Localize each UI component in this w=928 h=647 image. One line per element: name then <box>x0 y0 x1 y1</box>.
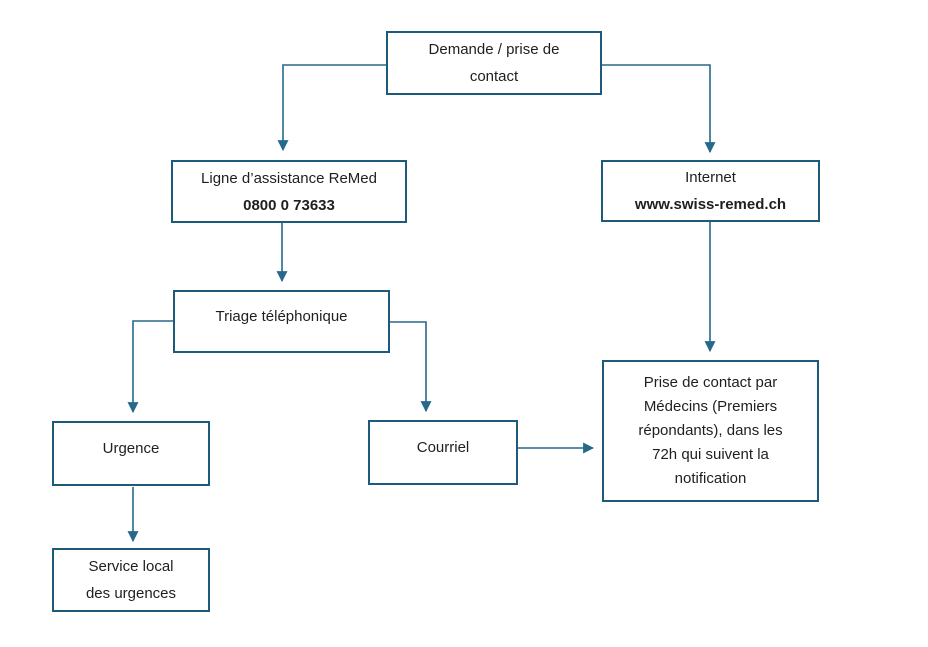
node-urgence-label: Urgence <box>102 440 160 457</box>
node-triage-telephonique: Triage téléphonique <box>173 290 390 353</box>
node-prise-de-contact-medecins: Prise de contact par Médecins (Premiers … <box>602 360 819 502</box>
node-service-label-line2: des urgences <box>85 585 177 602</box>
node-courriel-label: Courriel <box>416 439 470 456</box>
node-ligne-assistance-remed: Ligne d’assistance ReMed 0800 0 73633 <box>171 160 407 223</box>
node-prise-label-line4: 72h qui suivent la <box>652 446 769 463</box>
connector-demande-to-internet <box>601 64 716 154</box>
node-service-label-line1: Service local <box>88 558 174 575</box>
node-prise-label-line5: notification <box>674 470 747 487</box>
node-service-local-urgences: Service local des urgences <box>52 548 210 612</box>
node-internet-label: Internet <box>685 169 736 186</box>
node-prise-label-line3: répondants), dans les <box>638 422 783 439</box>
node-demande-label-line2: contact <box>469 68 519 85</box>
node-demande-label-line1: Demande / prise de <box>428 41 560 58</box>
node-urgence: Urgence <box>52 421 210 486</box>
connector-triage-to-urgence <box>127 320 173 414</box>
node-prise-label-line2: Médecins (Premiers <box>643 398 778 415</box>
node-ligne-label: Ligne d’assistance ReMed <box>201 169 377 187</box>
node-demande-prise-de-contact: Demande / prise de contact <box>386 31 602 95</box>
node-prise-label-line1: Prise de contact par <box>643 374 778 391</box>
node-internet-url: www.swiss-remed.ch <box>634 196 787 213</box>
connector-triage-to-courriel <box>390 321 432 413</box>
node-internet: Internet www.swiss-remed.ch <box>601 160 820 222</box>
connector-demande-to-ligne <box>277 64 387 152</box>
node-ligne-phone-number: 0800 0 73633 <box>243 196 335 214</box>
node-triage-label: Triage téléphonique <box>215 308 348 325</box>
node-courriel: Courriel <box>368 420 518 485</box>
